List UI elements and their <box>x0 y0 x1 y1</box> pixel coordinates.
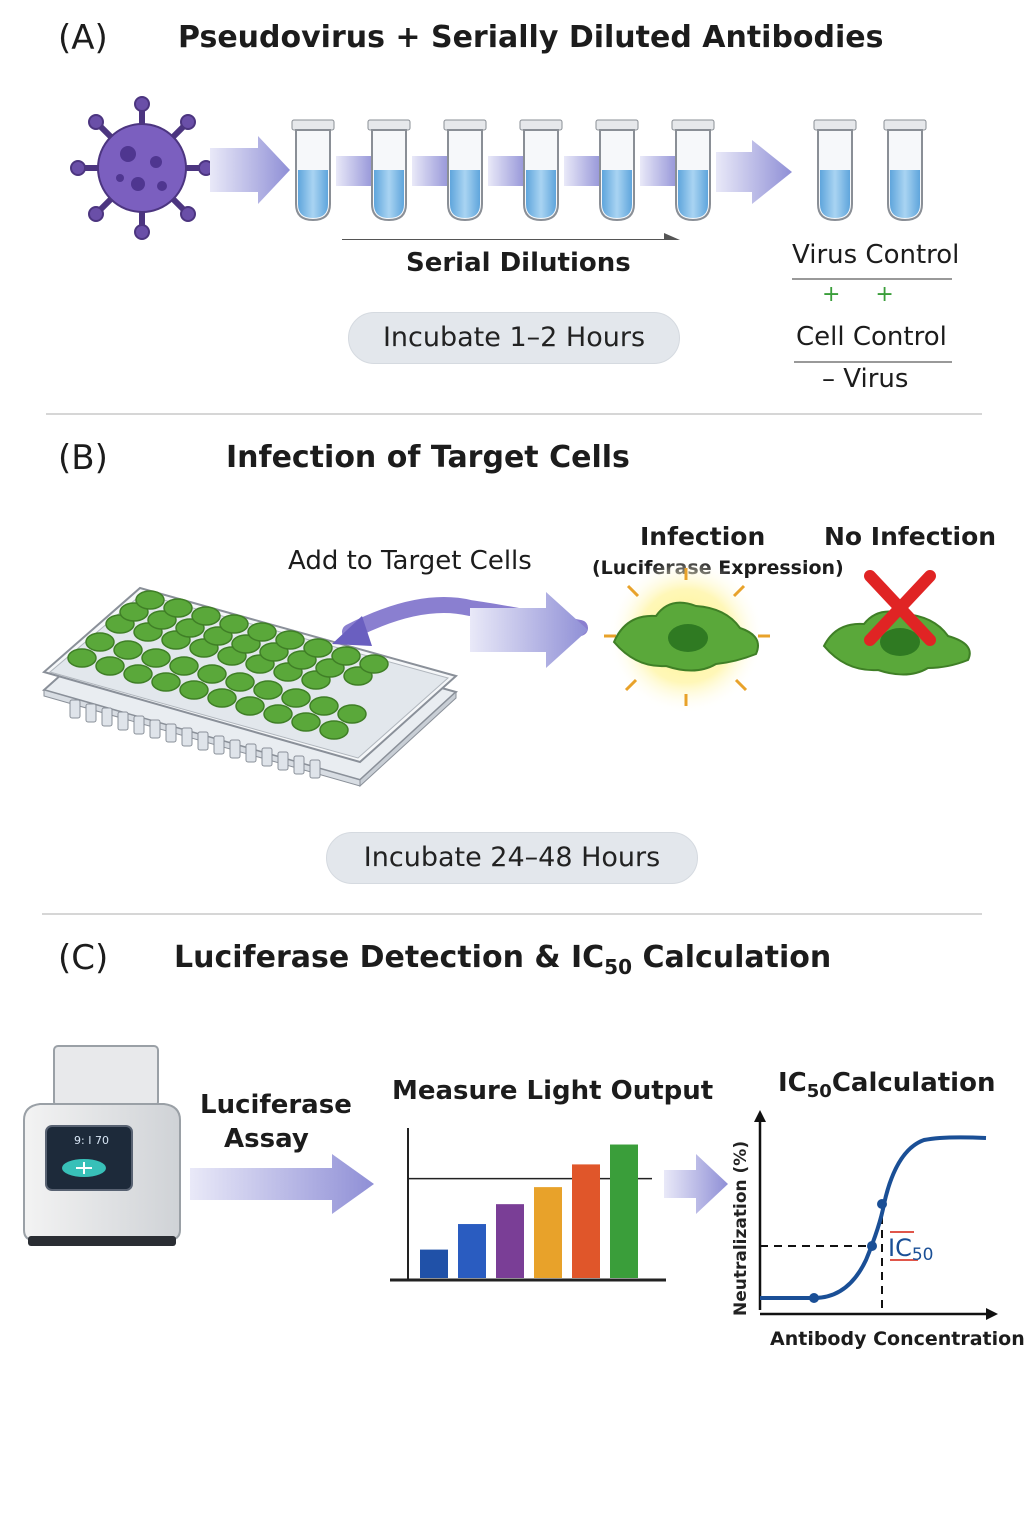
minus-virus-label: – Virus <box>822 364 909 394</box>
dilution-flow-arrows <box>210 136 792 204</box>
tube-icon <box>519 119 563 222</box>
virus-control-underline <box>792 278 952 280</box>
tube-icon <box>671 119 715 222</box>
plus-signs: + + <box>822 282 894 307</box>
light-output-bar <box>458 1224 486 1278</box>
ic50-point <box>809 1293 819 1303</box>
cell-control-label: Cell Control <box>796 322 947 352</box>
ic50-calc-title: IC50Calculation <box>778 1068 995 1102</box>
chart-to-ic50-arrow <box>664 1154 728 1214</box>
no-infection-label: No Infection <box>824 522 997 551</box>
panel-b-illustration <box>41 560 971 788</box>
panel-c-title: Luciferase Detection & IC50 Calculation <box>174 940 831 979</box>
tube-icon <box>367 119 411 222</box>
light-output-bar <box>572 1164 600 1278</box>
light-output-bar-chart <box>390 1128 666 1282</box>
tube-icon <box>291 119 335 222</box>
virus-control-label: Virus Control <box>792 240 960 270</box>
infected-cell-icon <box>604 560 770 714</box>
panel-c-title-post: Calculation <box>632 940 832 975</box>
serial-dilutions-label: Serial Dilutions <box>406 248 631 278</box>
infection-label: Infection <box>640 522 766 551</box>
well-plate-icon <box>41 586 459 788</box>
uninfected-cell-icon <box>822 610 971 676</box>
luciferase-assay-line1: Luciferase <box>200 1090 352 1120</box>
ic50-point <box>867 1241 877 1251</box>
divider-a-b <box>46 413 982 415</box>
incubate-24-48-pill: Incubate 24–48 Hours <box>326 832 698 884</box>
divider-b-c <box>42 913 982 915</box>
cell-control-underline <box>794 361 952 363</box>
panel-a-letter: (A) <box>58 18 108 58</box>
ic50-y-label: Neutralization (%) <box>731 1141 751 1316</box>
control-tube-icon <box>883 119 927 222</box>
panel-a-title: Pseudovirus + Serially Diluted Antibodie… <box>178 20 884 55</box>
ic50-curve <box>760 1135 987 1300</box>
ic50-curve-chart: Neutralization (%) IC50 <box>731 1110 998 1320</box>
add-to-target-label: Add to Target Cells <box>288 546 532 576</box>
tube-icon <box>595 119 639 222</box>
ic50-calc-post: Calculation <box>831 1068 996 1098</box>
luminometer-icon: 9: I 70 <box>23 1045 181 1246</box>
device-screen-text: 9: I 70 <box>74 1134 109 1147</box>
serial-dilution-arrow <box>342 233 680 240</box>
ic50-marker-label: IC50 <box>888 1234 933 1265</box>
pseudovirus-icon <box>70 96 214 240</box>
panel-c-title-sub: 50 <box>604 955 633 979</box>
ic50-calc-sub: 50 <box>806 1081 832 1103</box>
ic50-calc-pre: IC <box>778 1068 807 1098</box>
light-output-bar <box>610 1144 638 1278</box>
ic50-point <box>877 1199 887 1209</box>
panel-c-title-pre: Luciferase Detection & IC <box>174 940 605 975</box>
control-tube-icon <box>813 119 857 222</box>
light-output-bar <box>420 1249 448 1278</box>
assay-arrow-icon <box>190 1154 374 1214</box>
panel-a-illustration <box>70 96 927 240</box>
measure-light-label: Measure Light Output <box>392 1076 714 1106</box>
add-to-cells-arrow <box>332 592 588 668</box>
light-output-bar <box>496 1204 524 1278</box>
panel-c-letter: (C) <box>58 938 109 978</box>
panel-b-title: Infection of Target Cells <box>226 440 630 475</box>
tube-icon <box>443 119 487 222</box>
luciferase-assay-line2: Assay <box>224 1124 309 1154</box>
light-output-bar <box>534 1187 562 1278</box>
panel-b-letter: (B) <box>58 438 108 478</box>
red-x-icon <box>864 570 936 646</box>
dilution-tubes <box>291 119 927 222</box>
incubate-1-2-pill: Incubate 1–2 Hours <box>348 312 680 364</box>
ic50-x-label: Antibody Concentration <box>770 1328 1024 1350</box>
